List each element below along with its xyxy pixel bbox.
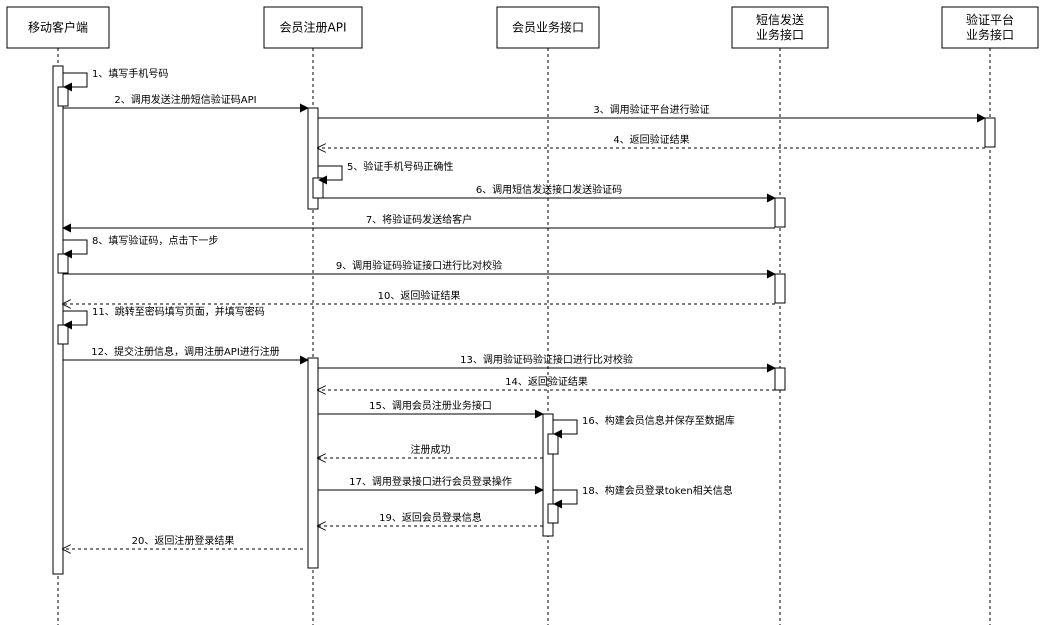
message-9: 9、调用验证码验证接口进行比对校验 (63, 259, 776, 279)
message-14: 14、返回验证结果 (318, 375, 775, 390)
message-12: 12、提交注册信息，调用注册API进行注册 (63, 345, 309, 365)
self-message-arrow (63, 310, 88, 330)
activation-bar-biz (542, 413, 554, 537)
participant-mobile: 移动客户端 (6, 6, 110, 49)
participant-box (731, 6, 829, 49)
message-10: 10、返回验证结果 (63, 289, 775, 304)
self-message-arrow (553, 419, 578, 439)
message-11: 11、跳转至密码填写页面，并填写密码 (63, 305, 265, 330)
message-2: 2、调用发送注册短信验证码API (63, 93, 309, 113)
participant-label: 会员业务接口 (512, 20, 584, 35)
participant-box (6, 6, 110, 49)
participant-box (496, 6, 600, 49)
message-label: 12、提交注册信息，调用注册API进行注册 (91, 345, 280, 358)
message-label: 13、调用验证码验证接口进行比对校验 (460, 353, 633, 366)
activation-bar-sms (774, 273, 786, 304)
activation-bar-verify (984, 117, 996, 148)
participant-biz: 会员业务接口 (496, 6, 600, 49)
message-label: 18、构建会员登录token相关信息 (582, 484, 733, 497)
activation-bar-sms (774, 197, 786, 228)
message-4: 4、返回验证结果 (318, 133, 985, 148)
participant-label: 业务接口 (756, 27, 804, 42)
message-8: 8、填写验证码，点击下一步 (63, 234, 218, 259)
participant-label: 短信发送 (756, 12, 804, 27)
activation-bar-mobile (57, 253, 69, 274)
message-label: 19、返回会员登录信息 (379, 511, 482, 524)
message-label: 10、返回验证结果 (378, 289, 461, 302)
message-13: 13、调用验证码验证接口进行比对校验 (318, 353, 776, 373)
activation-bar-api (307, 107, 319, 210)
participant-label: 移动客户端 (28, 20, 88, 35)
message-label: 16、构建会员信息并保存至数据库 (582, 414, 735, 427)
participant-api: 会员注册API (263, 6, 363, 49)
message-label: 注册成功 (411, 443, 451, 456)
self-message-arrow (318, 165, 343, 185)
message-label: 17、调用登录接口进行会员登录操作 (349, 475, 512, 488)
message-21: 20、返回注册登录结果 (63, 534, 303, 549)
self-message-arrow (553, 489, 578, 509)
message-7: 7、将验证码发送给客户 (62, 213, 775, 233)
activation-bar-mobile (57, 86, 69, 107)
message-label: 7、将验证码发送给客户 (366, 213, 472, 226)
message-3: 3、调用验证平台进行验证 (318, 103, 986, 123)
message-label: 9、调用验证码验证接口进行比对校验 (336, 259, 502, 272)
self-message-arrow (63, 239, 88, 259)
participant-label: 业务接口 (966, 27, 1014, 42)
message-label: 2、调用发送注册短信验证码API (114, 93, 256, 106)
participant-box (941, 6, 1039, 49)
message-label: 8、填写验证码，点击下一步 (92, 234, 218, 247)
message-18: 17、调用登录接口进行会员登录操作 (318, 475, 544, 495)
message-label: 11、跳转至密码填写页面，并填写密码 (92, 305, 265, 318)
message-label: 4、返回验证结果 (613, 133, 689, 146)
activation-bar-api (307, 357, 319, 569)
activation-bar-mobile (52, 65, 64, 575)
message-1: 1、填写手机号码 (63, 67, 168, 92)
activation-bar-biz (547, 503, 559, 524)
message-label: 5、验证手机号码正确性 (347, 160, 453, 173)
message-19: 18、构建会员登录token相关信息 (553, 484, 733, 509)
message-label: 3、调用验证平台进行验证 (593, 103, 709, 116)
activation-bar-api (312, 177, 324, 199)
activation-bar-sms (774, 367, 786, 391)
message-label: 1、填写手机号码 (92, 67, 168, 80)
message-15: 15、调用会员注册业务接口 (318, 399, 544, 419)
message-5: 5、验证手机号码正确性 (318, 160, 453, 185)
participant-label: 验证平台 (966, 12, 1014, 27)
self-message-arrow (63, 72, 88, 92)
message-16: 16、构建会员信息并保存至数据库 (553, 414, 735, 439)
message-label: 6、调用短信发送接口发送验证码 (476, 183, 622, 196)
message-17: 注册成功 (318, 443, 543, 458)
activation-bar-biz (547, 433, 559, 455)
message-label: 14、返回验证结果 (505, 375, 588, 388)
participant-label: 会员注册API (280, 20, 347, 35)
activation-bar-mobile (57, 324, 69, 345)
message-6: 6、调用短信发送接口发送验证码 (323, 183, 776, 203)
message-label: 20、返回注册登录结果 (132, 534, 235, 547)
participant-box (263, 6, 363, 49)
message-20: 19、返回会员登录信息 (318, 511, 543, 526)
message-label: 15、调用会员注册业务接口 (369, 399, 492, 412)
